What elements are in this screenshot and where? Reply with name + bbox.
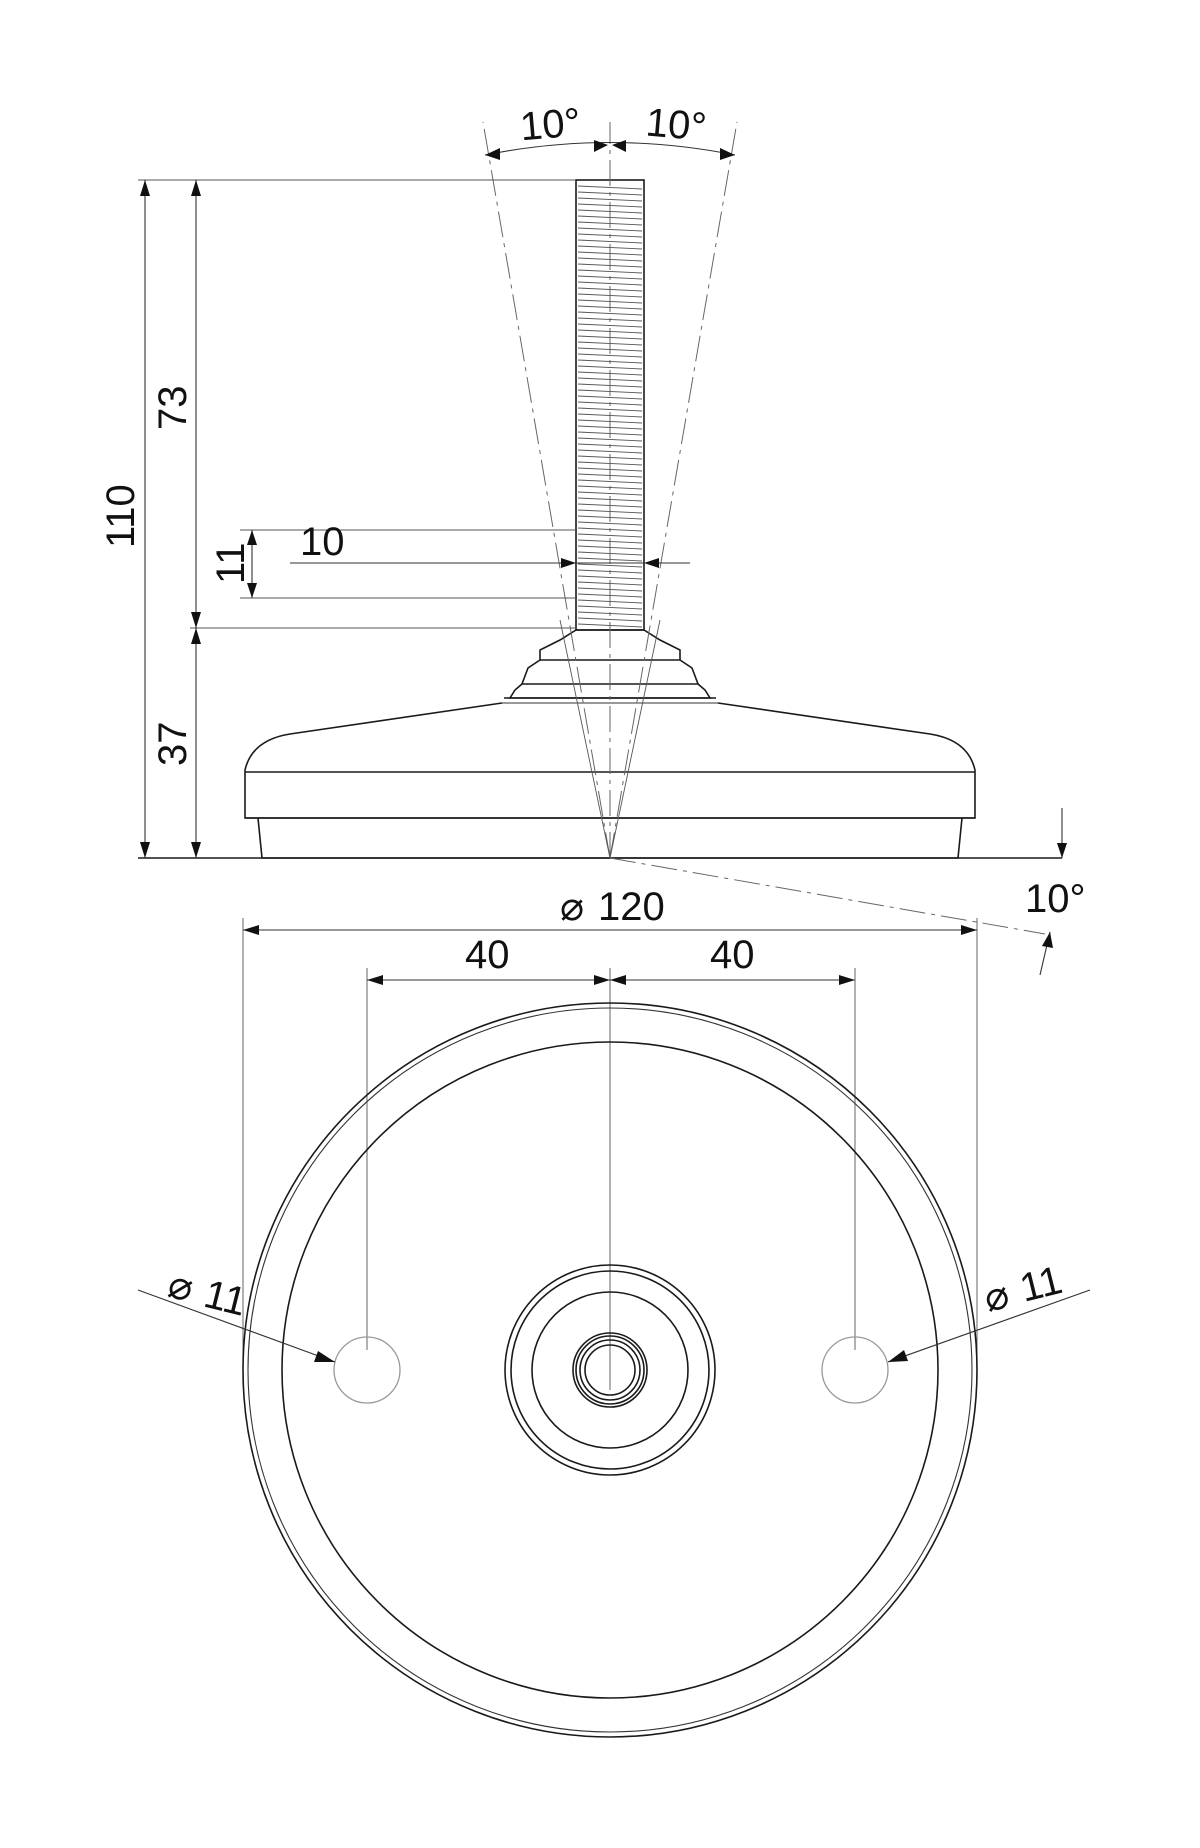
base-diameter-label: 120	[598, 885, 665, 929]
tilt-angle-dimension: 10°	[1025, 808, 1086, 976]
hole-offset-right-label: 40	[710, 933, 755, 977]
hole-dia-right-symbol: ⌀	[980, 1272, 1014, 1321]
center-hub	[504, 1264, 716, 1476]
mounting-hole-left	[333, 1336, 401, 1404]
side-view: 10° 10° 110 73 37	[99, 100, 1086, 976]
thread-line	[577, 521, 643, 526]
angle-dimension-top: 10° 10°	[484, 100, 736, 160]
thread-line	[577, 269, 643, 274]
thread-line	[577, 365, 643, 370]
thread-line	[577, 239, 643, 244]
thread-line	[577, 353, 643, 358]
hole-dia-right-label: 11	[1016, 1258, 1067, 1311]
thread-line	[577, 197, 643, 202]
base-diameter-symbol: ⌀	[560, 885, 584, 929]
angle-left-label: 10°	[518, 100, 582, 149]
thread-dia-label: 10	[300, 520, 345, 564]
thread-line	[577, 479, 643, 484]
hole-leader-right: ⌀ 11	[887, 1258, 1091, 1363]
base-inner-circle	[281, 1041, 939, 1699]
hole-dia-left-symbol: ⌀	[164, 1262, 198, 1311]
base-height-label: 37	[151, 722, 195, 767]
base-outer-circle	[242, 1002, 978, 1738]
thread-line	[577, 563, 643, 568]
thread-line	[577, 449, 643, 454]
thread-line	[577, 407, 643, 412]
diameter-dimension: ⌀ 120	[242, 885, 978, 1360]
thread-line	[577, 395, 643, 400]
thread-line	[577, 617, 643, 622]
hole-leader-left: ⌀ 11	[137, 1262, 336, 1363]
thread-line	[577, 311, 643, 316]
mounting-hole-right	[821, 1336, 889, 1404]
thread-line	[577, 575, 643, 580]
angle-right-label: 10°	[644, 100, 708, 149]
thread-line	[577, 281, 643, 286]
height-dimensions: 110 73 37	[99, 179, 576, 858]
hole-spacing-dimensions: 40 40	[366, 933, 856, 1390]
hole-dia-left-label: 11	[200, 1272, 251, 1325]
total-height-label: 110	[99, 484, 143, 548]
thread-line	[577, 605, 643, 610]
thread-length-label: 73	[151, 386, 195, 431]
thread-line	[577, 533, 643, 538]
thread-line	[577, 491, 643, 496]
tilt-centerlines	[482, 121, 1046, 935]
base-outer-edge	[247, 1007, 973, 1733]
thread-span-label: 11	[209, 542, 253, 584]
thread-line	[577, 185, 643, 190]
thread-line	[577, 227, 643, 232]
top-view: ⌀ 120 40 40	[137, 885, 1091, 1738]
hole-offset-left-label: 40	[465, 933, 510, 977]
thread-line	[577, 323, 643, 328]
thread-dimensions: 11 10	[209, 520, 690, 599]
thread-line	[577, 437, 643, 442]
tilt-angle-label: 10°	[1025, 877, 1086, 921]
